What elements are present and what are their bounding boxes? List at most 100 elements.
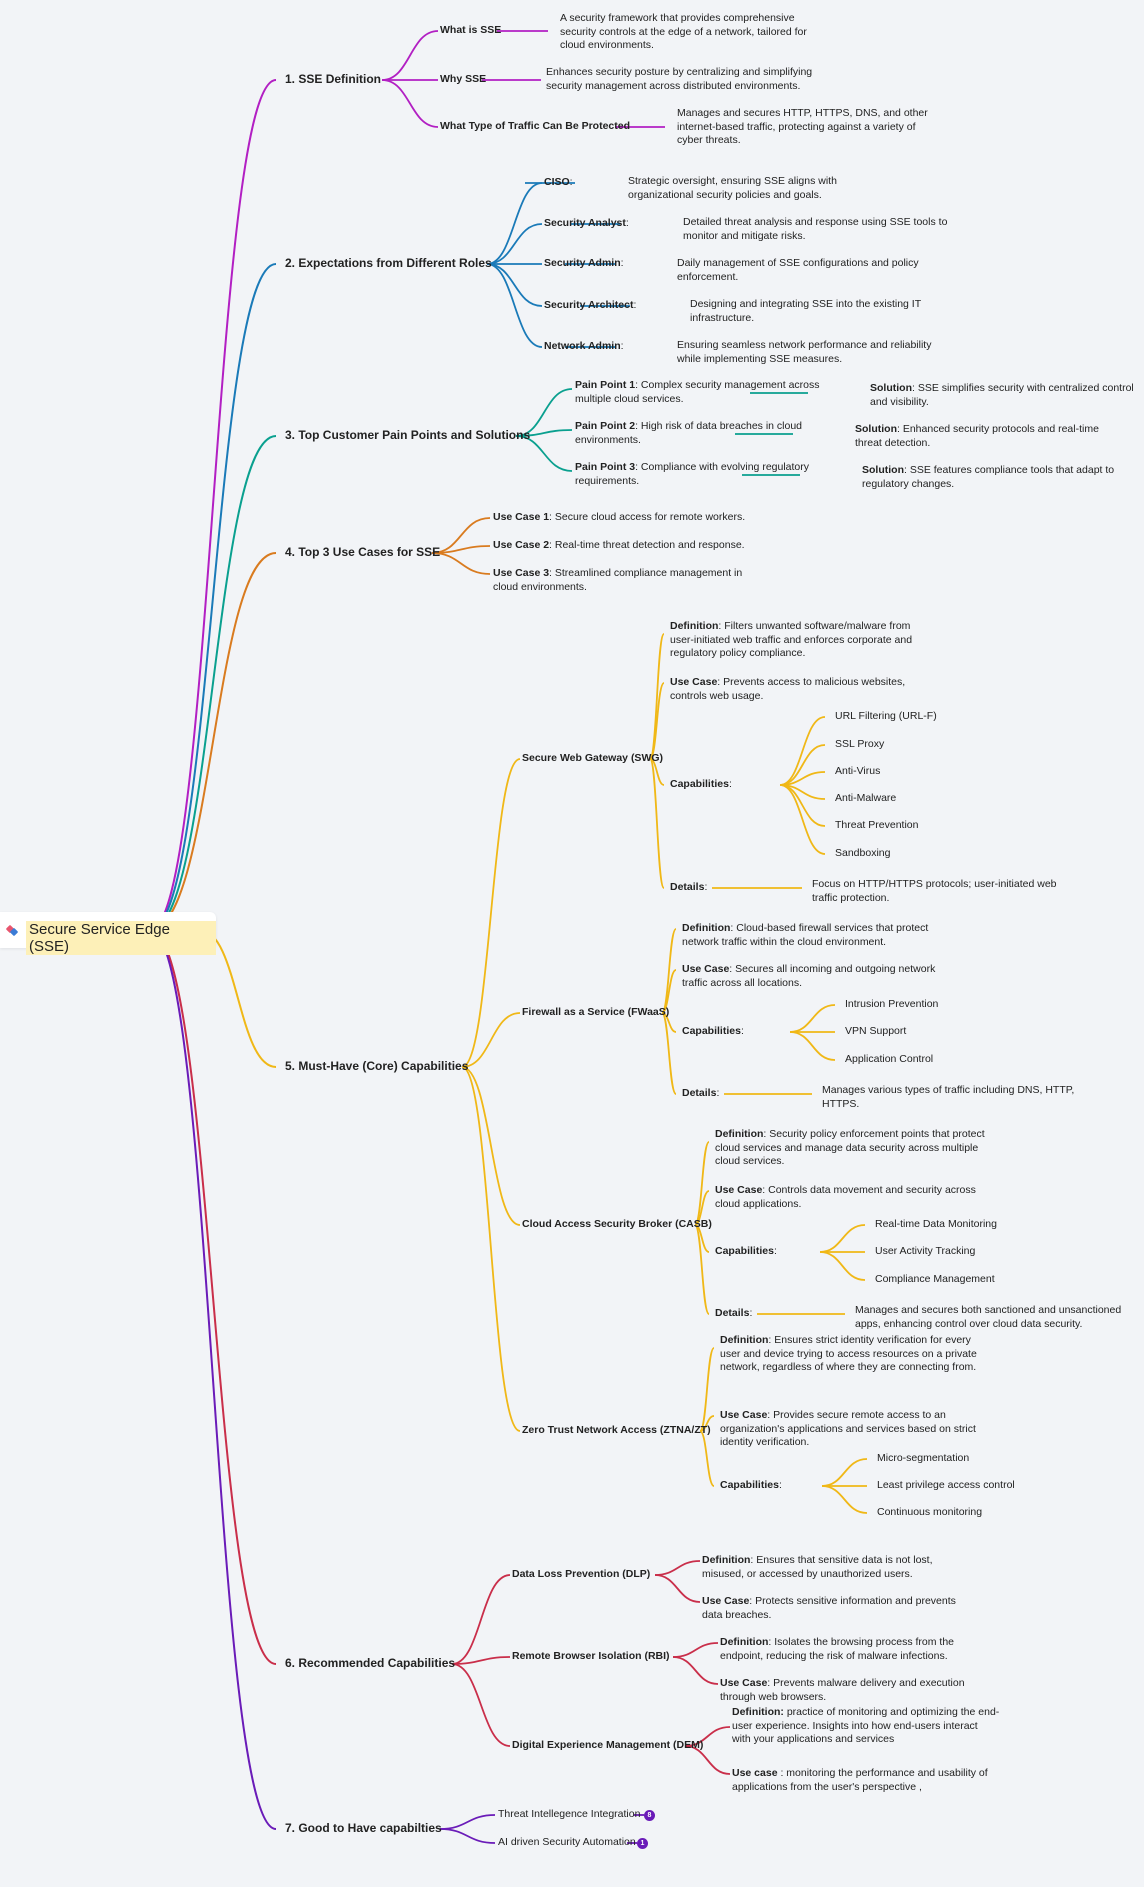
casb-details-label[interactable]: Details: bbox=[715, 1307, 752, 1321]
swg-details-label[interactable]: Details: bbox=[670, 881, 707, 895]
dlp-definition[interactable]: Definition: Ensures that sensitive data … bbox=[702, 1554, 933, 1581]
node-text: applications from the user's perspective… bbox=[732, 1780, 922, 1793]
fwaas-capability-0[interactable]: Intrusion Prevention bbox=[845, 998, 938, 1012]
swg-capabilities-label[interactable]: Capabilities: bbox=[670, 778, 732, 792]
pain-point-0[interactable]: Pain Point 1: Complex security managemen… bbox=[575, 379, 820, 406]
solution-0[interactable]: Solution: SSE simplifies security with c… bbox=[870, 382, 1134, 409]
swg-capability-0[interactable]: URL Filtering (URL-F) bbox=[835, 710, 937, 724]
good-to-have-1[interactable]: AI driven Security Automation bbox=[498, 1836, 636, 1850]
good-to-have-0[interactable]: Threat Intellegence Integration bbox=[498, 1808, 640, 1822]
role-4-label[interactable]: Network Admin: bbox=[544, 340, 624, 354]
casb-capability-2[interactable]: Compliance Management bbox=[875, 1273, 995, 1287]
category-good-to-have[interactable]: 7. Good to Have capabilties bbox=[285, 1821, 442, 1835]
swg-title[interactable]: Secure Web Gateway (SWG) bbox=[522, 752, 663, 766]
category-expectations-roles[interactable]: 2. Expectations from Different Roles bbox=[285, 256, 492, 270]
role-1-label[interactable]: Security Analyst: bbox=[544, 217, 629, 231]
swg-capability-4[interactable]: Threat Prevention bbox=[835, 819, 918, 833]
ztna-capabilities-label[interactable]: Capabilities: bbox=[720, 1479, 782, 1493]
node-label: Details bbox=[682, 1087, 717, 1099]
connector-line bbox=[789, 1031, 836, 1061]
ztna-definition[interactable]: Definition: Ensures strict identity veri… bbox=[720, 1334, 977, 1375]
fwaas-capability-1[interactable]: VPN Support bbox=[845, 1025, 906, 1039]
category-use-cases[interactable]: 4. Top 3 Use Cases for SSE bbox=[285, 545, 441, 559]
role-3-label[interactable]: Security Architect: bbox=[544, 299, 636, 313]
fwaas-details-text[interactable]: Manages various types of traffic includi… bbox=[822, 1084, 1074, 1111]
casb-definition[interactable]: Definition: Security policy enforcement … bbox=[715, 1128, 985, 1169]
dlp-title[interactable]: Data Loss Prevention (DLP) bbox=[512, 1568, 650, 1582]
casb-capability-1[interactable]: User Activity Tracking bbox=[875, 1245, 975, 1259]
fwaas-use-case[interactable]: Use Case: Secures all incoming and outgo… bbox=[682, 963, 935, 990]
swg-capability-5[interactable]: Sandboxing bbox=[835, 847, 890, 861]
role-0-label[interactable]: CISO: bbox=[544, 176, 573, 190]
casb-capabilities-label[interactable]: Capabilities: bbox=[715, 1245, 777, 1259]
fwaas-details-label[interactable]: Details: bbox=[682, 1087, 719, 1101]
node-text: : Prevents access to malicious websites, bbox=[717, 676, 906, 688]
role-2-text[interactable]: Daily management of SSE configurations a… bbox=[677, 257, 919, 284]
fwaas-capabilities-label[interactable]: Capabilities: bbox=[682, 1025, 744, 1039]
sse-why-label[interactable]: Why SSE bbox=[440, 73, 486, 87]
role-0-text[interactable]: Strategic oversight, ensuring SSE aligns… bbox=[628, 175, 837, 202]
category-core-capabilities[interactable]: 5. Must-Have (Core) Capabilities bbox=[285, 1059, 469, 1073]
node-text: Intrusion Prevention bbox=[845, 998, 939, 1010]
node-label: Solution bbox=[862, 464, 904, 476]
rbi-use-case[interactable]: Use Case: Prevents malware delivery and … bbox=[720, 1677, 965, 1704]
sse-why-text[interactable]: Enhances security posture by centralizin… bbox=[546, 66, 812, 93]
category-pain-points[interactable]: 3. Top Customer Pain Points and Solution… bbox=[285, 428, 531, 442]
role-2-label[interactable]: Security Admin: bbox=[544, 257, 624, 271]
connector-line bbox=[654, 1560, 701, 1576]
node-text: through web browsers. bbox=[720, 1690, 827, 1703]
node-text: network, regardless of where they are co… bbox=[720, 1361, 977, 1373]
ztna-title[interactable]: Zero Trust Network Access (ZTNA/ZT) bbox=[522, 1424, 711, 1438]
node-text: cloud environments. bbox=[493, 580, 587, 593]
role-3-text[interactable]: Designing and integrating SSE into the e… bbox=[690, 298, 921, 325]
use-case-2[interactable]: Use Case 3: Streamlined compliance manag… bbox=[493, 567, 742, 594]
dem-definition[interactable]: Definition: practice of monitoring and o… bbox=[732, 1706, 999, 1747]
colon: : bbox=[728, 778, 732, 790]
sse-traffic-text[interactable]: Manages and secures HTTP, HTTPS, DNS, an… bbox=[677, 107, 928, 148]
casb-capability-0[interactable]: Real-time Data Monitoring bbox=[875, 1218, 997, 1232]
ztna-use-case[interactable]: Use Case: Provides secure remote access … bbox=[720, 1409, 976, 1450]
role-1-text[interactable]: Detailed threat analysis and response us… bbox=[683, 216, 947, 243]
use-case-0[interactable]: Use Case 1: Secure cloud access for remo… bbox=[493, 511, 745, 525]
ztna-capability-0[interactable]: Micro-segmentation bbox=[877, 1452, 969, 1466]
swg-capability-2[interactable]: Anti-Virus bbox=[835, 765, 880, 779]
dlp-use-case[interactable]: Use Case: Protects sensitive information… bbox=[702, 1595, 956, 1622]
fwaas-definition[interactable]: Definition: Cloud-based firewall service… bbox=[682, 922, 928, 949]
dem-title[interactable]: Digital Experience Management (DEM) bbox=[512, 1739, 703, 1753]
node-text: Micro-segmentation bbox=[877, 1452, 970, 1464]
use-case-1[interactable]: Use Case 2: Real-time threat detection a… bbox=[493, 539, 745, 553]
fwaas-capability-2[interactable]: Application Control bbox=[845, 1053, 933, 1067]
sse-traffic-label[interactable]: What Type of Traffic Can Be Protected bbox=[440, 120, 630, 134]
node-text: organizational security policies and goa… bbox=[628, 188, 822, 201]
node-text: Anti-Virus bbox=[835, 765, 881, 777]
ztna-capability-1[interactable]: Least privilege access control bbox=[877, 1479, 1015, 1493]
root-node[interactable]: Secure Service Edge (SSE) bbox=[0, 912, 216, 955]
rbi-title[interactable]: Remote Browser Isolation (RBI) bbox=[512, 1650, 670, 1664]
swg-capability-3[interactable]: Anti-Malware bbox=[835, 792, 896, 806]
sse-what-label[interactable]: What is SSE bbox=[440, 24, 501, 38]
swg-definition[interactable]: Definition: Filters unwanted software/ma… bbox=[670, 620, 912, 661]
swg-details-text[interactable]: Focus on HTTP/HTTPS protocols; user-init… bbox=[812, 878, 1057, 905]
node-text: : Protects sensitive information and pre… bbox=[749, 1595, 956, 1607]
fwaas-title[interactable]: Firewall as a Service (FWaaS) bbox=[522, 1006, 669, 1020]
role-4-text[interactable]: Ensuring seamless network performance an… bbox=[677, 339, 931, 366]
sse-what-text[interactable]: A security framework that provides compr… bbox=[560, 12, 807, 53]
solution-2[interactable]: Solution: SSE features compliance tools … bbox=[862, 464, 1114, 491]
count-badge[interactable]: 8 bbox=[644, 1809, 655, 1821]
pain-point-2[interactable]: Pain Point 3: Compliance with evolving r… bbox=[575, 461, 809, 488]
casb-use-case[interactable]: Use Case: Controls data movement and sec… bbox=[715, 1184, 976, 1211]
dem-use-case[interactable]: Use case : monitoring the performance an… bbox=[732, 1767, 988, 1794]
count-badge[interactable]: 1 bbox=[637, 1837, 648, 1849]
swg-capability-1[interactable]: SSL Proxy bbox=[835, 738, 884, 752]
node-text: internet-based traffic, protecting again… bbox=[677, 120, 916, 133]
swg-use-case[interactable]: Use Case: Prevents access to malicious w… bbox=[670, 676, 905, 703]
category-sse-definition[interactable]: 1. SSE Definition bbox=[285, 72, 382, 86]
ztna-capability-2[interactable]: Continuous monitoring bbox=[877, 1506, 982, 1520]
rbi-definition[interactable]: Definition: Isolates the browsing proces… bbox=[720, 1636, 954, 1663]
casb-details-text[interactable]: Manages and secures both sanctioned and … bbox=[855, 1304, 1121, 1331]
category-recommended-capabilities[interactable]: 6. Recommended Capabilities bbox=[285, 1656, 456, 1670]
casb-title[interactable]: Cloud Access Security Broker (CASB) bbox=[522, 1218, 712, 1232]
node-text: Ensuring seamless network performance an… bbox=[677, 339, 932, 351]
solution-1[interactable]: Solution: Enhanced security protocols an… bbox=[855, 423, 1099, 450]
pain-point-1[interactable]: Pain Point 2: High risk of data breaches… bbox=[575, 420, 802, 447]
